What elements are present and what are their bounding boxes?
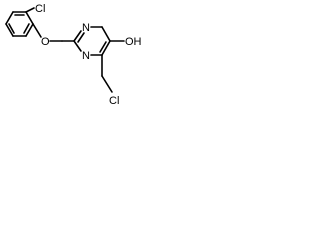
benzene-double-bond (8, 23, 15, 34)
chloromethyl-chlorine-label: Cl (109, 95, 119, 107)
aryl-oxygen-bond (32, 23, 42, 38)
chlorophenyl-ring (5, 11, 34, 37)
hydroxyl-label: OH (125, 36, 142, 48)
benzene-bond (25, 11, 34, 25)
benzene-bond (5, 11, 14, 25)
pyrimidine-bond (101, 40, 111, 56)
ether-oxygen-label: O (41, 36, 50, 48)
aryl-chlorine-label: Cl (35, 3, 45, 15)
benzene-bond (25, 23, 34, 37)
aryl-chlorine-bond (25, 7, 35, 13)
ring-nitrogen-bottom-label: N (82, 50, 90, 62)
ring-nitrogen-top-label: N (82, 22, 90, 34)
methylene-chlorine-bond (101, 75, 113, 93)
pyrimidine-bond (73, 40, 82, 52)
benzene-bond (5, 23, 14, 37)
benzene-double-bond (23, 23, 30, 34)
pyrimidine-double-bond (77, 32, 85, 43)
pyrimidine-bond (101, 26, 111, 42)
pyrimidine-ring (73, 26, 111, 56)
pyrimidine-double-bond (99, 41, 107, 53)
pyrimidine-bond (73, 30, 82, 42)
chemical-structure: Cl O N N OH Cl (5, 3, 142, 107)
